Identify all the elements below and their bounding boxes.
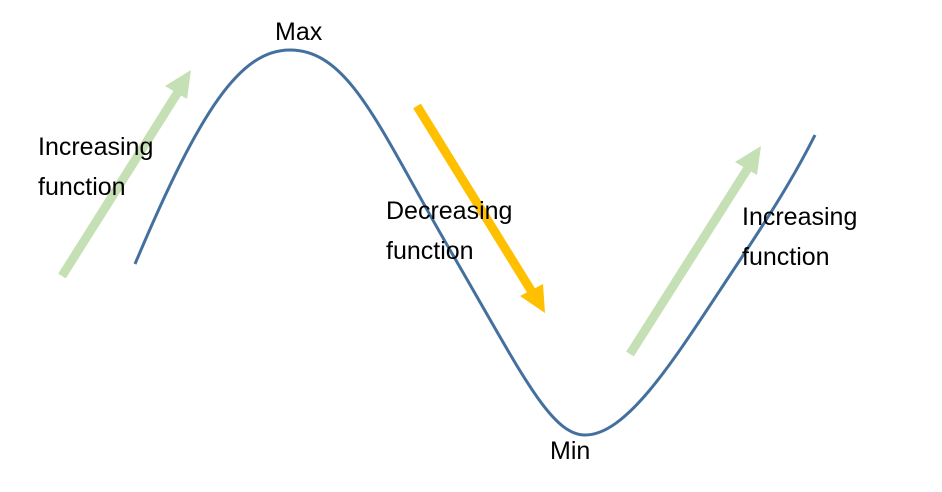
function-curve [133, 48, 817, 437]
label-line: Increasing [742, 203, 858, 231]
max-label: Max [275, 18, 323, 46]
decreasing-arrow [413, 103, 545, 313]
increasing-arrow-right [626, 146, 761, 357]
increasing-arrow-left [58, 70, 191, 279]
label-line: Increasing [38, 133, 154, 161]
label-line: Decreasing [386, 197, 513, 225]
min-label: Min [550, 437, 591, 465]
label-line: function [38, 173, 126, 201]
decreasing-label: Decreasing function [386, 191, 512, 271]
increasing-label-left: Increasing function [38, 127, 153, 207]
increasing-label-right: Increasing function [742, 197, 857, 277]
label-line: function [386, 237, 474, 265]
label-line: function [742, 243, 830, 271]
